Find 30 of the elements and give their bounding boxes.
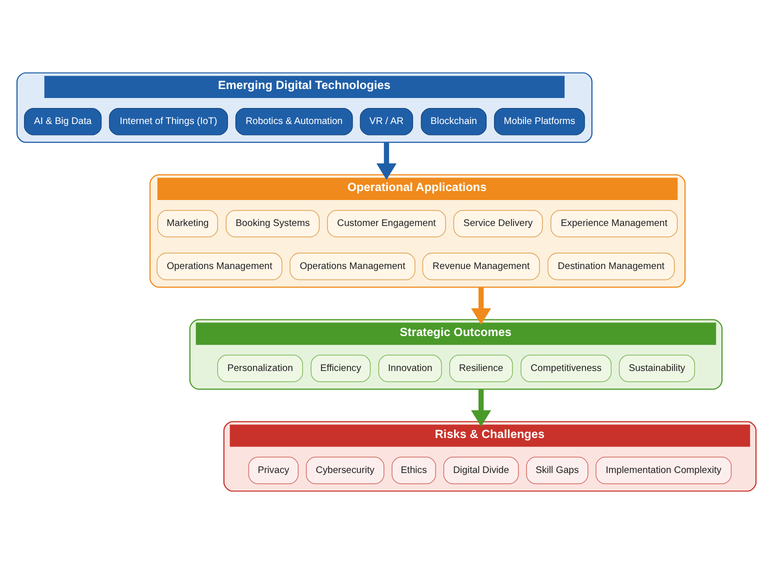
node-box: Skill Gaps <box>526 456 588 484</box>
node-box: Resilience <box>449 354 513 382</box>
node-box: Destination Management <box>548 252 675 280</box>
arrow <box>471 287 492 325</box>
node-box: Sustainability <box>618 354 696 382</box>
arrow <box>471 389 492 427</box>
node-box: Digital Divide <box>443 456 519 484</box>
node-box: VR / AR <box>360 108 414 136</box>
node-box: Booking Systems <box>226 210 320 238</box>
node-box: Service Delivery <box>453 210 543 238</box>
node-box: Customer Engagement <box>327 210 446 238</box>
node-box: Robotics & Automation <box>235 108 353 136</box>
node-box: Operations Management <box>156 252 282 280</box>
arrow <box>376 142 397 180</box>
node-box: Blockchain <box>420 108 487 136</box>
node-box: Privacy <box>248 456 299 484</box>
node-box: Ethics <box>392 456 436 484</box>
node-box: Marketing <box>157 210 218 238</box>
node-box: Experience Management <box>550 210 678 238</box>
node-box: Revenue Management <box>422 252 540 280</box>
node-box: Operations Management <box>290 252 416 280</box>
node-box: Innovation <box>378 354 442 382</box>
node-box: Cybersecurity <box>306 456 384 484</box>
node-box: Personalization <box>217 354 303 382</box>
node-box: Competitiveness <box>520 354 612 382</box>
node-box: Internet of Things (IoT) <box>109 108 228 136</box>
node-box: Mobile Platforms <box>494 108 585 136</box>
node-box: AI & Big Data <box>24 108 102 136</box>
node-box: Efficiency <box>310 354 371 382</box>
node-box: Implementation Complexity <box>596 456 732 484</box>
